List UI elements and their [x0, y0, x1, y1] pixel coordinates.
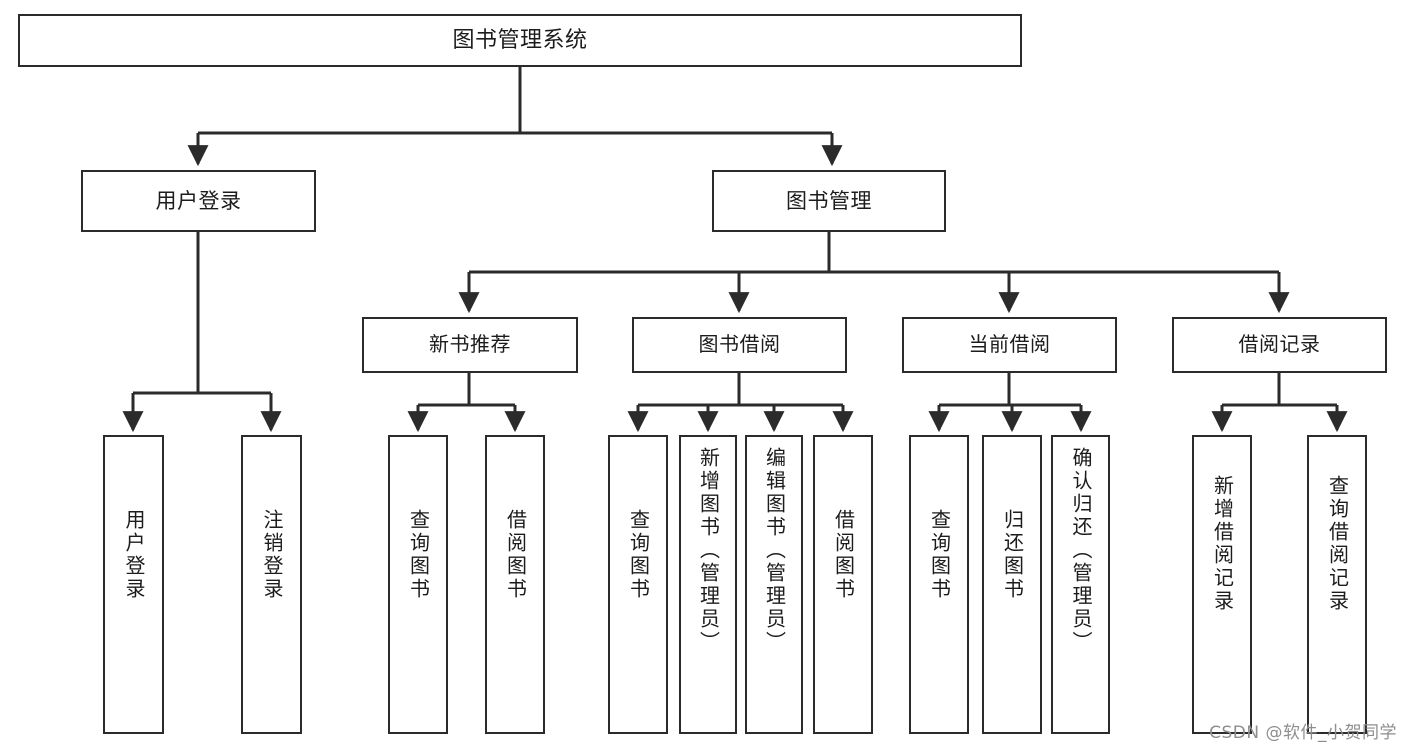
watermark: CSDN @软件_小贺同学 [1209, 723, 1397, 743]
node-leaf-query-book-1-label: 查询图书 [406, 509, 431, 601]
node-leaf-return-book-label: 归还图书 [1000, 509, 1025, 601]
node-root-label: 图书管理系统 [452, 27, 588, 53]
node-leaf-user-login-label: 用户登录 [122, 509, 146, 601]
node-leaf-user-login[interactable]: 用户登录 [103, 435, 164, 734]
node-book-borrow-label: 图书借阅 [698, 332, 781, 357]
node-leaf-borrow-book-1[interactable]: 借阅图书 [485, 435, 545, 734]
node-leaf-add-record[interactable]: 新增借阅记录 [1192, 435, 1252, 734]
node-book-borrow[interactable]: 图书借阅 [632, 317, 847, 373]
node-book-manage[interactable]: 图书管理 [712, 170, 946, 232]
node-leaf-logout-label: 注销登录 [260, 509, 284, 601]
node-borrow-record[interactable]: 借阅记录 [1172, 317, 1387, 373]
node-leaf-edit-book[interactable]: 编辑图书（管理员） [745, 435, 803, 734]
node-user-login[interactable]: 用户登录 [81, 170, 316, 232]
node-leaf-borrow-book-1-label: 借阅图书 [503, 509, 528, 601]
node-leaf-query-book-3[interactable]: 查询图书 [909, 435, 969, 734]
node-leaf-confirm-return[interactable]: 确认归还（管理员） [1051, 435, 1110, 734]
node-leaf-confirm-return-label: 确认归还（管理员） [1069, 447, 1093, 654]
node-leaf-query-record[interactable]: 查询借阅记录 [1307, 435, 1367, 734]
node-leaf-query-book-1[interactable]: 查询图书 [388, 435, 448, 734]
node-current-borrow[interactable]: 当前借阅 [902, 317, 1117, 373]
node-leaf-query-book-2-label: 查询图书 [626, 509, 651, 601]
node-root[interactable]: 图书管理系统 [18, 14, 1022, 67]
node-leaf-borrow-book-2-label: 借阅图书 [831, 509, 856, 601]
node-user-login-label: 用户登录 [155, 188, 242, 213]
node-borrow-record-label: 借阅记录 [1238, 332, 1321, 357]
node-new-book-rec[interactable]: 新书推荐 [362, 317, 578, 373]
node-book-manage-label: 图书管理 [786, 188, 872, 213]
node-leaf-return-book[interactable]: 归还图书 [982, 435, 1042, 734]
node-leaf-query-book-2[interactable]: 查询图书 [608, 435, 668, 734]
node-leaf-add-book[interactable]: 新增图书（管理员） [679, 435, 737, 734]
node-leaf-edit-book-label: 编辑图书（管理员） [762, 447, 787, 654]
node-leaf-add-record-label: 新增借阅记录 [1210, 475, 1235, 613]
node-leaf-logout[interactable]: 注销登录 [241, 435, 302, 734]
node-leaf-borrow-book-2[interactable]: 借阅图书 [813, 435, 873, 734]
node-new-book-rec-label: 新书推荐 [429, 332, 511, 357]
node-leaf-query-book-3-label: 查询图书 [927, 509, 952, 601]
node-current-borrow-label: 当前借阅 [968, 332, 1051, 357]
node-leaf-add-book-label: 新增图书（管理员） [696, 447, 721, 654]
node-leaf-query-record-label: 查询借阅记录 [1325, 475, 1350, 613]
